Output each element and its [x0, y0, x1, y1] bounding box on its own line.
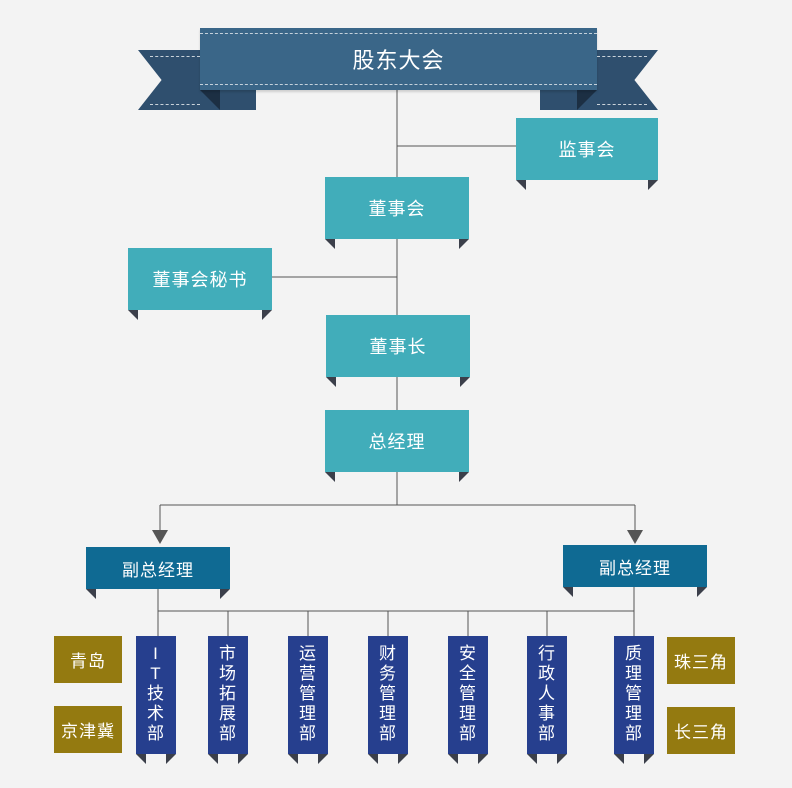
dept-char: 市: [219, 644, 237, 663]
dept-char: 部: [379, 724, 397, 743]
dept-char: 技: [147, 684, 165, 703]
dept-char: 场: [219, 664, 237, 683]
dept-char: 理: [299, 704, 317, 723]
dept-char: 理: [379, 704, 397, 723]
dept-char: 理: [625, 664, 643, 683]
dept-finance: 财 务 管 理 部: [368, 636, 408, 764]
banner-fold: [200, 90, 220, 110]
banner-fold: [577, 90, 597, 110]
deputy-gm-right-node: 副总经理: [563, 545, 707, 597]
region-pearl-delta: 珠三角: [667, 637, 735, 684]
banner-stitch: [150, 56, 200, 57]
dept-char: 政: [538, 664, 556, 683]
dept-char: 质: [625, 644, 643, 663]
dept-operations: 运 营 管 理 部: [288, 636, 328, 764]
dept-char: 部: [147, 724, 165, 743]
dept-admin-hr: 行 政 人 事 部: [527, 636, 567, 764]
dept-quality: 质 理 管 理 部: [614, 636, 654, 764]
dept-char: 运: [299, 644, 317, 663]
dept-char: 管: [625, 684, 643, 703]
dept-char: 拓: [219, 684, 237, 703]
dept-char: 行: [538, 644, 556, 663]
region-qingdao: 青岛: [54, 636, 122, 683]
dept-market-expansion: 市 场 拓 展 部: [208, 636, 248, 764]
banner-stitch: [150, 104, 200, 105]
dept-char: 财: [379, 644, 397, 663]
shareholders-banner: 股东大会: [200, 28, 597, 90]
chairman-node: 董事长: [326, 315, 470, 387]
dept-char: 展: [219, 704, 237, 723]
region-yangtze-delta: 长三角: [667, 707, 735, 754]
dept-char: 部: [625, 724, 643, 743]
dept-char: 部: [538, 724, 556, 743]
dept-char: 事: [538, 704, 556, 723]
region-jingjinji: 京津冀: [54, 706, 122, 753]
dept-it: I T 技 术 部: [136, 636, 176, 764]
dept-char: 安: [459, 644, 477, 663]
dept-char: 营: [299, 664, 317, 683]
dept-char: 管: [459, 684, 477, 703]
board-secretary-node: 董事会秘书: [128, 248, 272, 320]
dept-char: 部: [299, 724, 317, 743]
dept-char: T: [150, 664, 162, 683]
dept-char: 术: [147, 704, 165, 723]
dept-char: I: [153, 644, 159, 663]
dept-safety: 安 全 管 理 部: [448, 636, 488, 764]
banner-stitch: [597, 104, 647, 105]
banner-stitch: [597, 56, 647, 57]
dept-char: 管: [379, 684, 397, 703]
dept-char: 管: [299, 684, 317, 703]
deputy-gm-left-node: 副总经理: [86, 547, 230, 599]
board-node: 董事会: [325, 177, 469, 249]
dept-char: 全: [459, 664, 477, 683]
dept-char: 人: [538, 684, 556, 703]
dept-char: 部: [219, 724, 237, 743]
general-manager-node: 总经理: [325, 410, 469, 482]
dept-char: 部: [459, 724, 477, 743]
dept-char: 理: [459, 704, 477, 723]
dept-char: 务: [379, 664, 397, 683]
dept-char: 理: [625, 704, 643, 723]
supervisory-board-node: 监事会: [516, 118, 658, 190]
